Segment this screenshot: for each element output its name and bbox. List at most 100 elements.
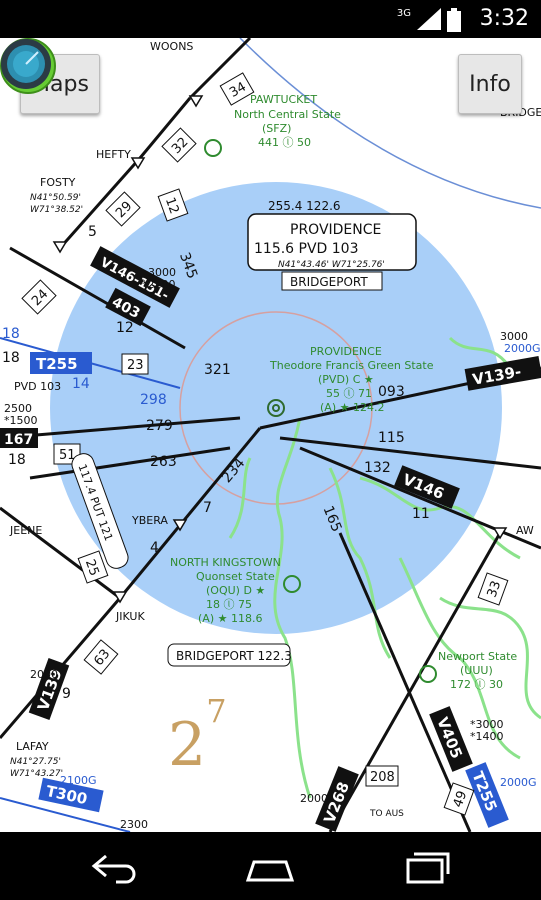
svg-text:12: 12 xyxy=(116,320,134,336)
svg-text:18: 18 xyxy=(8,452,26,468)
svg-text:(UUU): (UUU) xyxy=(460,664,493,677)
svg-text:3000: 3000 xyxy=(148,266,176,279)
svg-text:(PVD) C ★: (PVD) C ★ xyxy=(318,373,374,386)
svg-text:*1500: *1500 xyxy=(4,414,38,427)
svg-text:N41°50.59': N41°50.59' xyxy=(30,193,81,203)
svg-text:298: 298 xyxy=(140,392,167,408)
svg-text:23: 23 xyxy=(127,358,144,373)
svg-text:093: 093 xyxy=(378,384,405,400)
svg-text:7: 7 xyxy=(203,500,212,516)
svg-text:18 ⓛ 75: 18 ⓛ 75 xyxy=(206,598,252,611)
svg-text:321: 321 xyxy=(204,362,231,378)
svg-text:(OQU) D ★: (OQU) D ★ xyxy=(206,584,265,597)
recent-apps-icon[interactable] xyxy=(398,846,458,886)
svg-text:PROVIDENCE: PROVIDENCE xyxy=(310,345,382,358)
svg-text:2000G: 2000G xyxy=(500,776,537,789)
svg-text:5: 5 xyxy=(88,224,97,240)
svg-text:25: 25 xyxy=(82,557,102,578)
svg-text:BRIDGEPORT 122.3: BRIDGEPORT 122.3 xyxy=(176,649,292,663)
aeronautical-chart[interactable]: V146-151- 403 T255 V139- 167 V146 V139 V… xyxy=(0,38,541,832)
svg-text:115.6 PVD 103: 115.6 PVD 103 xyxy=(254,241,359,257)
back-icon[interactable] xyxy=(86,846,146,886)
airport-symbols xyxy=(204,139,437,683)
svg-text:*1400: *1400 xyxy=(470,730,504,743)
svg-text:PVD 103: PVD 103 xyxy=(14,380,61,393)
svg-text:HEFTY: HEFTY xyxy=(96,148,131,161)
svg-text:18: 18 xyxy=(2,326,20,342)
radar-icon[interactable] xyxy=(0,38,52,90)
svg-text:FOSTY: FOSTY xyxy=(40,176,76,189)
svg-text:255.4 122.6: 255.4 122.6 xyxy=(268,199,341,213)
network-type-label: 3G xyxy=(396,8,411,19)
vor-symbol xyxy=(267,399,285,417)
airway-shield-v405: V405 xyxy=(429,706,473,772)
waypoint-markers xyxy=(52,95,508,604)
svg-text:2100G: 2100G xyxy=(60,774,97,787)
svg-text:3000: 3000 xyxy=(500,330,528,343)
status-bar: 3G 3:32 xyxy=(0,0,541,38)
svg-text:PAWTUCKET: PAWTUCKET xyxy=(250,93,317,106)
svg-text:PROVIDENCE: PROVIDENCE xyxy=(290,222,381,238)
svg-text:33: 33 xyxy=(485,579,505,600)
providence-vor-box: 255.4 122.6 PROVIDENCE 115.6 PVD 103 N41… xyxy=(247,199,417,291)
svg-text:North Central State: North Central State xyxy=(234,108,341,121)
svg-text:34: 34 xyxy=(227,80,249,101)
airway-shield-v139-right: V139- xyxy=(464,356,541,391)
svg-text:11: 11 xyxy=(412,506,430,522)
svg-text:AW: AW xyxy=(516,524,534,537)
svg-text:167: 167 xyxy=(4,432,33,448)
svg-text:49: 49 xyxy=(451,789,471,810)
svg-text:Theodore Francis Green State: Theodore Francis Green State xyxy=(269,359,434,372)
svg-text:(A) ★ 118.6: (A) ★ 118.6 xyxy=(198,612,262,625)
svg-text:2000: 2000 xyxy=(300,792,328,805)
svg-text:N41°43.46' W71°25.76': N41°43.46' W71°25.76' xyxy=(278,260,385,270)
svg-text:132: 132 xyxy=(364,460,391,476)
svg-text:T255: T255 xyxy=(36,355,78,373)
svg-text:12: 12 xyxy=(162,195,182,216)
svg-text:55 ⓛ 71: 55 ⓛ 71 xyxy=(326,387,372,400)
svg-text:LAFAY: LAFAY xyxy=(16,740,49,753)
zoom-level: 27 xyxy=(168,692,227,780)
navigation-bar xyxy=(0,832,541,900)
svg-text:*3000: *3000 xyxy=(470,718,504,731)
chart-canvas[interactable]: V146-151- 403 T255 V139- 167 V146 V139 V… xyxy=(0,38,541,832)
battery-icon xyxy=(447,8,461,32)
svg-text:YBERA: YBERA xyxy=(131,514,168,527)
info-button[interactable]: Info xyxy=(458,54,522,114)
svg-text:W71°38.52': W71°38.52' xyxy=(30,205,83,215)
airway-shield-t255: T255 xyxy=(30,352,92,374)
altitude-labels: 3000 *2100 3000 2000G 2000 2100G 2300 20… xyxy=(4,266,541,831)
svg-text:Quonset State: Quonset State xyxy=(196,570,275,583)
svg-text:279: 279 xyxy=(146,418,173,434)
svg-text:N41°27.75': N41°27.75' xyxy=(10,757,61,767)
svg-text:TO AUS: TO AUS xyxy=(369,809,404,819)
coastline xyxy=(228,336,541,799)
svg-text:BRIDGEPORT: BRIDGEPORT xyxy=(290,275,368,289)
svg-text:115: 115 xyxy=(378,430,405,446)
svg-text:(SFZ): (SFZ) xyxy=(262,122,291,135)
svg-text:9: 9 xyxy=(62,686,71,702)
svg-text:Newport State: Newport State xyxy=(438,650,517,663)
svg-text:NORTH KINGSTOWN: NORTH KINGSTOWN xyxy=(170,556,281,569)
svg-text:18: 18 xyxy=(2,350,20,366)
svg-text:208: 208 xyxy=(370,770,395,785)
svg-text:2300: 2300 xyxy=(120,818,148,831)
airway-shield-167: 167 xyxy=(0,428,38,448)
svg-text:JEENE: JEENE xyxy=(9,524,42,537)
clock: 3:32 xyxy=(479,6,529,31)
svg-text:WOONS: WOONS xyxy=(150,40,193,53)
svg-text:JIKUK: JIKUK xyxy=(115,610,145,623)
svg-text:263: 263 xyxy=(150,454,177,470)
svg-text:*2100: *2100 xyxy=(142,278,176,291)
svg-text:2500: 2500 xyxy=(4,402,32,415)
fix-labels: WOONS HEFTY FOSTY N41°50.59' W71°38.52' … xyxy=(9,40,541,819)
svg-text:172 ⓛ 30: 172 ⓛ 30 xyxy=(450,678,503,691)
boundary-line xyxy=(239,38,541,209)
svg-text:441 ⓛ 50: 441 ⓛ 50 xyxy=(258,136,311,149)
svg-text:W71°43.27': W71°43.27' xyxy=(10,769,63,779)
svg-text:51: 51 xyxy=(59,448,76,463)
airport-labels: PAWTUCKET North Central State (SFZ) 441 … xyxy=(170,93,517,691)
bridgeport-freq-box: BRIDGEPORT 122.3 xyxy=(167,643,292,667)
home-icon[interactable] xyxy=(240,846,300,886)
svg-text:2000G: 2000G xyxy=(504,342,541,355)
